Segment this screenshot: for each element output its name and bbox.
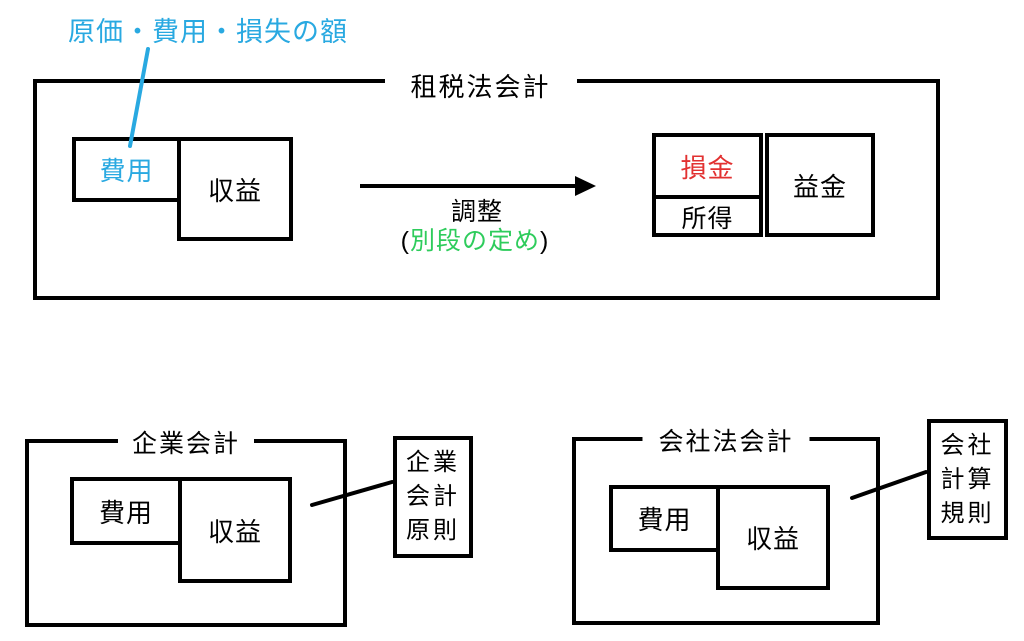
company-expense-label: 費用 [637, 505, 692, 535]
tax-expense-box: 費用 [72, 137, 181, 202]
corporate-expense-label: 費用 [98, 497, 153, 528]
corporate-principles-box: 企業 会計 原則 [393, 436, 473, 558]
tax-deductible-label: 損金 [656, 137, 759, 199]
tax-revenue-label: 収益 [207, 175, 262, 206]
corporate-principles-line-3: 原則 [406, 517, 460, 544]
company-rules-line-3: 規則 [940, 499, 995, 527]
tax-deductible-income-column: 損金 所得 [652, 133, 763, 237]
corporate-revenue-label: 収益 [207, 516, 262, 547]
company-revenue-label: 収益 [745, 524, 800, 554]
tax-revenue-box: 収益 [177, 137, 293, 241]
tax-accounting-title: 租税法会計 [384, 72, 577, 102]
exception-text: 別段の定め [409, 227, 541, 255]
annotation-label: 原価・費用・損失の額 [68, 17, 348, 47]
exception-paren-open: ( [400, 227, 410, 255]
company-rules-line-2: 計算 [940, 465, 995, 493]
tax-income-label: 所得 [681, 205, 734, 233]
company-rules-box: 会社 計算 規則 [927, 419, 1008, 540]
adjustment-label: 調整 [450, 198, 504, 226]
corporate-expense-box: 費用 [70, 477, 182, 545]
corporate-revenue-box: 収益 [178, 477, 292, 583]
tax-gain-box: 益金 [765, 133, 875, 237]
corporate-accounting-title: 企業会計 [117, 429, 255, 459]
exception-label: (別段の定め) [401, 221, 550, 257]
exception-paren-close: ) [540, 227, 550, 255]
corporate-principles-line-1: 企業 [406, 449, 460, 476]
company-rules-line-1: 会社 [940, 431, 995, 459]
company-expense-box: 費用 [609, 485, 720, 552]
tax-expense-label: 費用 [99, 156, 154, 186]
corporate-principles-line-2: 会計 [406, 483, 460, 510]
company-revenue-box: 収益 [716, 485, 830, 590]
tax-gain-label: 益金 [792, 171, 847, 202]
company-law-accounting-title: 会社法会計 [642, 427, 810, 457]
